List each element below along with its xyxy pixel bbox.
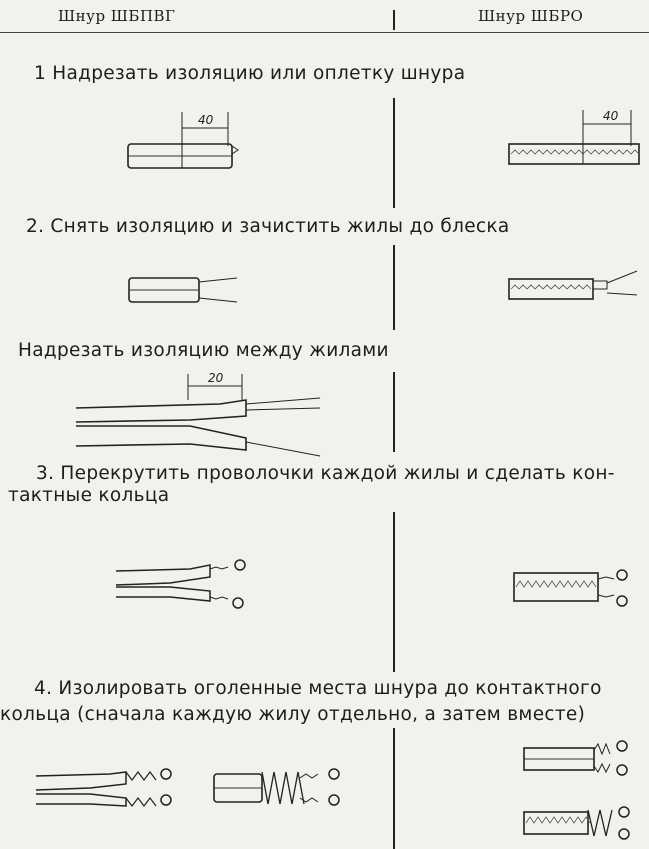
figure-4-right-bottom-cord [523,806,630,840]
figure-4-left-a-cord [35,768,172,807]
step-2-text: 2. Снять изоляцию и зачистить жилы до бл… [26,216,510,237]
column-divider-4 [393,512,395,672]
figure-3-right-cord [513,569,628,607]
figure-3-left-cord [115,559,246,609]
column-divider-top [393,10,395,30]
column-divider-1 [393,98,395,208]
column-divider-5 [393,728,395,849]
step-3-line2: тактные кольца [8,485,170,506]
header-right-title: Шнур ШБРО [478,7,584,25]
figure-2-left-cord [128,277,238,303]
column-divider-3 [393,372,395,452]
step-4-line1: 4. Изолировать оголенные места шнура до … [34,678,602,699]
figure-4-right-top-cord [523,740,628,776]
dim-20: 20 [208,371,224,385]
dim-40-right: 40 [603,109,619,123]
figure-2-right-cord [508,270,638,300]
column-divider-2 [393,245,395,330]
step-3-line1: 3. Перекрутить проволочки каждой жилы и … [36,463,615,484]
figure-1-right-cord: 40 [508,109,640,165]
step-2b-text: Надрезать изоляцию между жилами [18,340,389,361]
figure-2b-cord: 20 [75,371,321,457]
figure-4-left-b-cord [213,768,340,806]
header-divider [0,32,649,33]
step-4-line2: кольца (сначала каждую жилу отдельно, а … [0,704,586,725]
figure-1-left-cord: 40 [127,112,239,169]
step-1-text: 1 Надрезать изоляцию или оплетку шнура [34,63,466,84]
dim-40-left: 40 [198,113,214,127]
header-left-title: Шнур ШБПВГ [58,7,176,25]
